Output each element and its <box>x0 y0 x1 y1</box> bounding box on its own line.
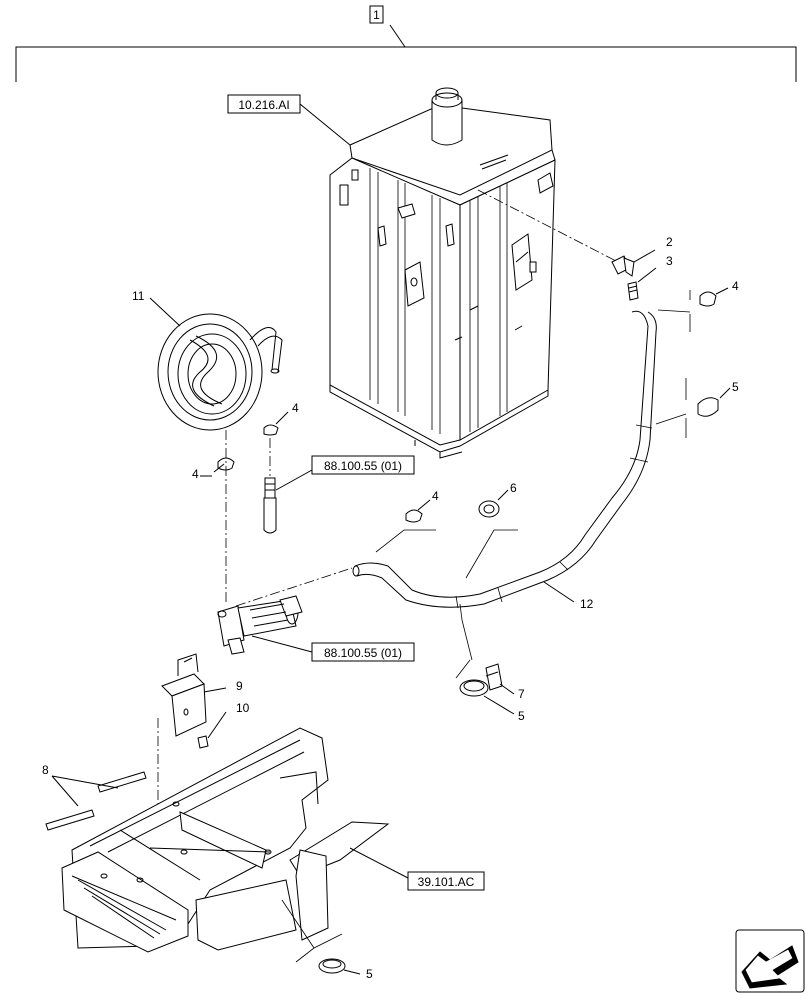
grommet <box>478 500 500 518</box>
clamp-mid <box>405 509 423 523</box>
coiled-hose <box>157 313 283 431</box>
ref-box-tank[interactable]: 10.216.AI <box>227 94 351 146</box>
callout-12[interactable]: 12 <box>580 597 594 611</box>
callout-4-mid[interactable]: 4 <box>432 489 439 503</box>
callout-4-left[interactable]: 4 <box>192 467 199 481</box>
callout-8[interactable]: 8 <box>42 763 49 777</box>
assembly-number-box[interactable]: 1 <box>369 5 384 24</box>
ref-box-sensor[interactable]: 88.100.55 (01) <box>311 455 415 475</box>
callout-2[interactable]: 2 <box>666 235 673 249</box>
ref-box-frame[interactable]: 39.101.AC <box>407 871 485 891</box>
frame <box>61 727 390 953</box>
fitting-adapter <box>627 281 639 301</box>
band-bottom <box>318 958 346 974</box>
band-mid <box>459 679 489 697</box>
navigation-arrow-icon[interactable] <box>735 929 805 993</box>
callout-10[interactable]: 10 <box>236 701 250 715</box>
band-right <box>697 397 719 417</box>
callout-3[interactable]: 3 <box>666 254 673 268</box>
clamp-top-right <box>699 291 717 307</box>
callout-6[interactable]: 6 <box>510 481 517 495</box>
pump <box>217 595 303 655</box>
sensor <box>263 477 277 534</box>
callout-4-top[interactable]: 4 <box>732 279 739 293</box>
tank <box>329 87 556 459</box>
callout-4-sensor[interactable]: 4 <box>292 401 299 415</box>
centerline-tank-fitting <box>477 189 619 263</box>
fitting-elbow <box>611 255 635 277</box>
bracket <box>161 653 207 737</box>
clamp-left <box>217 457 235 471</box>
hose <box>352 310 657 609</box>
callout-9[interactable]: 9 <box>236 679 243 693</box>
assembly-number: 1 <box>373 8 380 22</box>
ref-pump-label: 88.100.55 (01) <box>324 646 402 660</box>
ref-tank-label: 10.216.AI <box>238 98 289 112</box>
ref-frame-label: 39.101.AC <box>418 875 475 889</box>
callout-7[interactable]: 7 <box>518 687 525 701</box>
ref-sensor-label: 88.100.55 (01) <box>324 459 402 473</box>
clip <box>485 663 503 691</box>
callout-5-right[interactable]: 5 <box>732 380 739 394</box>
bolt <box>197 735 209 749</box>
callout-5-mid[interactable]: 5 <box>518 709 525 723</box>
ref-box-pump[interactable]: 88.100.55 (01) <box>311 642 415 662</box>
callout-11[interactable]: 11 <box>132 289 145 303</box>
pins <box>45 771 147 831</box>
callout-5-bottom[interactable]: 5 <box>366 967 373 981</box>
clamp-sensor <box>263 424 279 436</box>
assembly-bracket <box>15 24 797 82</box>
